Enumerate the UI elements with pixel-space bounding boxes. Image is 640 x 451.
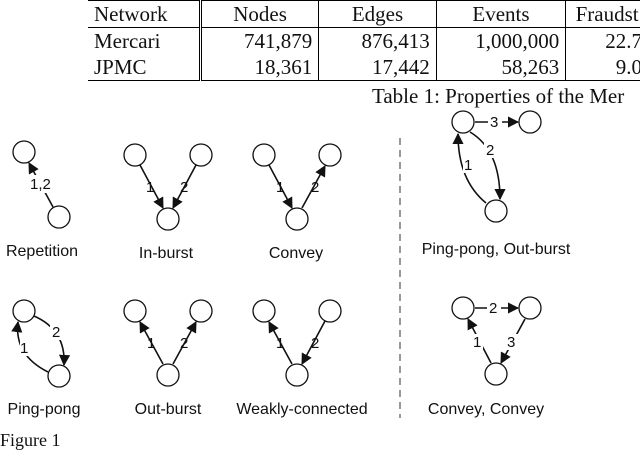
motif-node <box>156 207 180 231</box>
motif-label: Out-burst <box>135 401 202 418</box>
motif-edge <box>139 164 164 209</box>
table-cell: 1,000,000 <box>436 27 567 54</box>
header-fraudsters: Fraudst <box>575 2 639 26</box>
motif-label: In-burst <box>139 245 194 262</box>
motif-node <box>156 363 180 387</box>
edge-label: 3 <box>490 114 498 131</box>
edge-label: 1,2 <box>30 176 51 193</box>
motif-node <box>189 299 213 323</box>
motif-node <box>285 207 309 231</box>
header-events: Events <box>436 0 567 28</box>
motif-label: Ping-pong <box>8 401 81 418</box>
motif-node <box>123 299 147 323</box>
table-cell: 17,442 <box>318 54 437 81</box>
motif-edge <box>301 320 326 365</box>
motif-edge <box>268 164 293 209</box>
edge-label: 2 <box>52 324 60 341</box>
table-caption: Table 1: Properties of the Mer <box>372 84 625 108</box>
motif-label: Repetition <box>6 243 78 260</box>
edge-label: 1 <box>20 340 28 357</box>
table-cell: 22.7 <box>605 29 640 53</box>
table-cell: 876,413 <box>318 27 437 54</box>
header-edges: Edges <box>318 0 437 28</box>
edge-label: 3 <box>507 334 515 351</box>
motif-label: Weakly-connected <box>236 401 367 418</box>
motif-node <box>451 110 475 134</box>
header-nodes: Nodes <box>200 0 320 28</box>
motif-edge <box>268 321 293 365</box>
table-cell: Mercari <box>88 27 202 54</box>
motif-node <box>484 362 508 386</box>
edge-label: 1 <box>147 335 155 352</box>
motif-node <box>518 296 542 320</box>
table-header-row: Network Nodes Edges Events Fraudst <box>88 0 640 28</box>
edge-label: 1 <box>276 179 284 196</box>
motif-edge <box>452 132 487 204</box>
motif-edge <box>172 164 197 209</box>
motif-edge <box>172 321 197 365</box>
motif-node <box>451 296 475 320</box>
edge-label: 2 <box>489 300 497 317</box>
table-cell: 58,263 <box>436 54 567 81</box>
motif-node <box>518 110 542 134</box>
motif-node <box>12 299 36 323</box>
edge-label: 1 <box>276 335 284 352</box>
motif-edge <box>301 165 326 209</box>
motif-node <box>47 205 71 229</box>
header-network: Network <box>88 0 202 28</box>
edge-label: 2 <box>180 179 188 196</box>
figure-caption: Figure 1 <box>0 430 61 450</box>
motif-node <box>252 143 276 167</box>
table-cell: 9.0 <box>615 55 640 79</box>
properties-table: Network Nodes Edges Events Fraudst Merca… <box>88 0 640 81</box>
properties-table-wrapper: Network Nodes Edges Events Fraudst Merca… <box>88 0 640 81</box>
edge-label: 2 <box>180 335 188 352</box>
edge-label: 2 <box>311 335 319 352</box>
table-cell: 18,361 <box>200 54 320 81</box>
edge-label: 2 <box>311 179 319 196</box>
table-row: JPMC 18,361 17,442 58,263 9.0 <box>88 54 640 81</box>
motif-node <box>318 143 342 167</box>
motif-node <box>252 299 276 323</box>
motif-label: Convey <box>269 245 323 262</box>
motif-node <box>123 143 147 167</box>
motif-node <box>285 363 309 387</box>
motif-node <box>12 140 36 164</box>
motif-node <box>318 299 342 323</box>
edge-label: 1 <box>146 179 154 196</box>
edge-label: 1 <box>473 334 481 351</box>
motif-node <box>189 143 213 167</box>
motif-node <box>47 364 71 388</box>
edge-label: 1 <box>464 157 472 174</box>
table-cell: 741,879 <box>200 27 320 54</box>
motif-label: Ping-pong, Out-burst <box>422 241 571 258</box>
edge-label: 2 <box>486 142 494 159</box>
table-row: Mercari 741,879 876,413 1,000,000 22.7 <box>88 27 640 54</box>
motif-label: Convey, Convey <box>428 401 544 418</box>
table-cell: JPMC <box>88 54 202 81</box>
motif-edge <box>139 321 164 365</box>
motif-node <box>484 199 508 223</box>
